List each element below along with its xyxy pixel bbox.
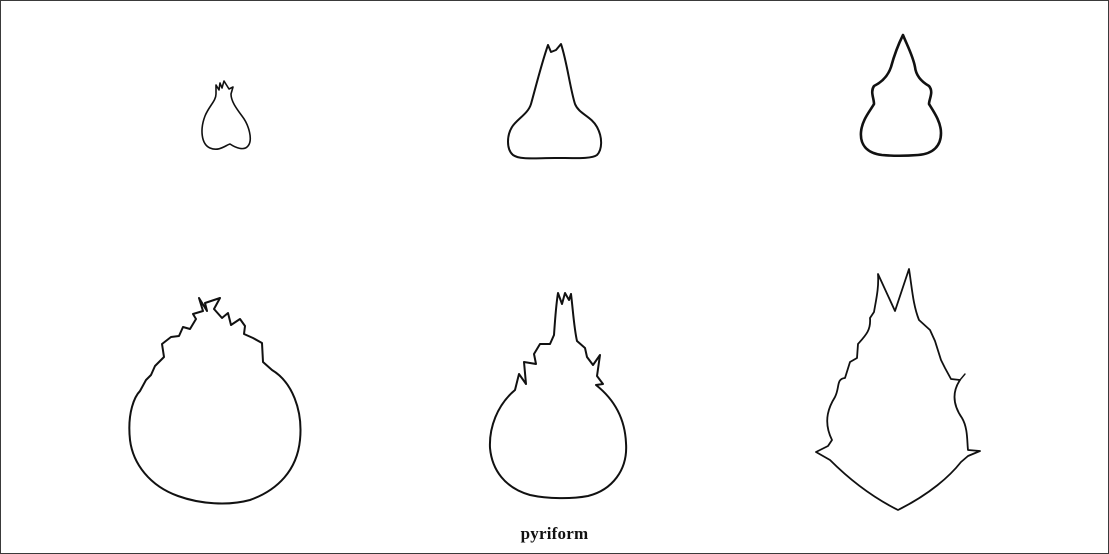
pear-outline-narrow-waist — [861, 35, 941, 156]
pear-outline-small — [202, 81, 250, 149]
stray-mark — [960, 374, 965, 380]
pear-outline-spiked — [490, 293, 626, 498]
pear-outline-tall-neck — [508, 44, 601, 158]
figure-caption: pyriform — [0, 524, 1109, 544]
pear-outline-round-toothed — [129, 298, 300, 503]
pear-outline-pointed — [816, 269, 980, 510]
